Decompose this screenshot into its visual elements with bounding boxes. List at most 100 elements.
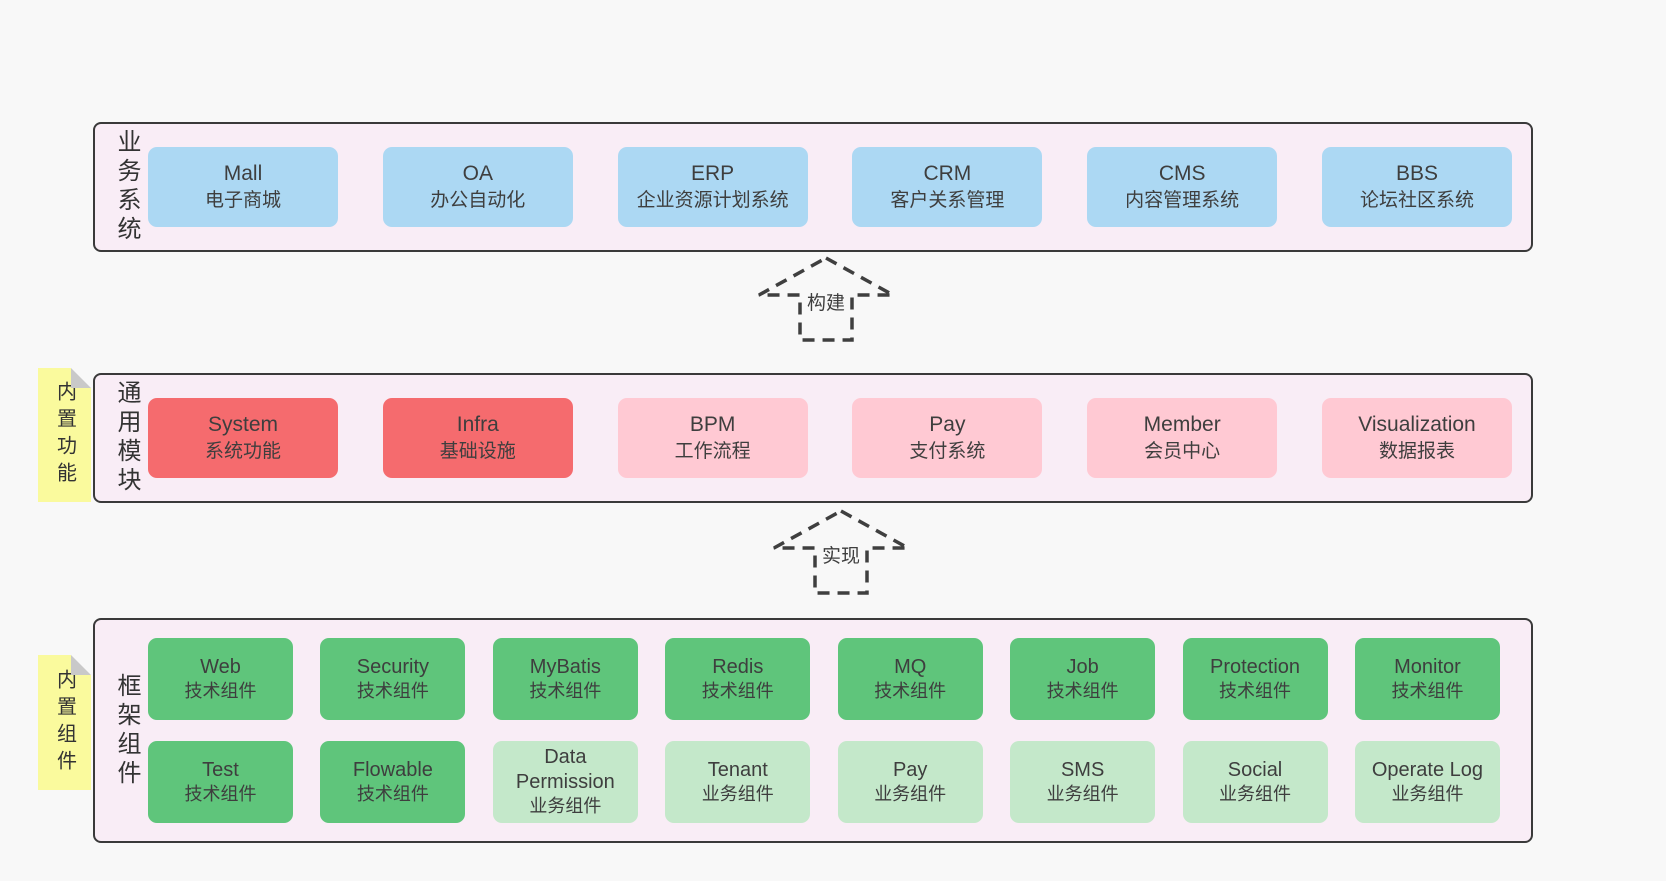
sticky-note-built-in-components: 内置组件 xyxy=(38,655,91,790)
layer-framework-components: 框架组件 Web 技术组件 Security 技术组件 MyBatis 技术组件… xyxy=(93,618,1533,843)
box-subtitle: 技术组件 xyxy=(1219,680,1292,701)
box-title: CRM xyxy=(923,162,972,185)
up-arrow-icon xyxy=(773,509,909,595)
box-subtitle: 技术组件 xyxy=(356,680,429,701)
box-web: Web 技术组件 xyxy=(148,638,293,720)
box-title: Redis xyxy=(712,655,764,678)
box-title: Social xyxy=(1227,758,1283,781)
box-bpm: BPM 工作流程 xyxy=(617,398,808,478)
layer-components-label: 框架组件 xyxy=(113,672,140,789)
arrow-implement-label: 实现 xyxy=(818,541,864,568)
arrow-build-label: 构建 xyxy=(803,288,849,315)
box-title: Pay xyxy=(892,758,928,781)
up-arrow-icon xyxy=(758,256,894,342)
layer-label-column: 业务系统 xyxy=(105,124,147,250)
box-subtitle: 办公自动化 xyxy=(430,190,526,212)
box-subtitle: 工作流程 xyxy=(674,441,751,463)
arrow-implement: 实现 xyxy=(771,508,911,596)
box-title: BPM xyxy=(689,413,736,436)
box-subtitle: 技术组件 xyxy=(356,783,429,804)
box-subtitle: 论坛社区系统 xyxy=(1359,190,1474,212)
box-subtitle: 数据报表 xyxy=(1378,441,1455,463)
box-title: MQ xyxy=(894,655,927,678)
box-subtitle: 业务组件 xyxy=(701,783,774,804)
box-title: Security xyxy=(356,655,430,678)
layer-common-modules: 通用模块 System 系统功能 Infra 基础设施 BPM 工作流程 Pay… xyxy=(93,373,1533,503)
box-tenant: Tenant 业务组件 xyxy=(665,741,811,823)
module-boxes: System 系统功能 Infra 基础设施 BPM 工作流程 Pay 支付系统… xyxy=(148,375,1512,501)
box-flowable: Flowable 技术组件 xyxy=(320,741,466,823)
box-crm: CRM 客户关系管理 xyxy=(852,147,1043,227)
box-title: Protection xyxy=(1210,655,1301,678)
box-pay-component: Pay 业务组件 xyxy=(837,741,983,823)
component-row-1: Web 技术组件 Security 技术组件 MyBatis 技术组件 Redi… xyxy=(148,638,1500,720)
box-security: Security 技术组件 xyxy=(320,638,466,720)
box-mall: Mall 电子商城 xyxy=(148,147,338,227)
box-infra: Infra 基础设施 xyxy=(382,398,573,478)
sticky-note-built-in-features: 内置功能 xyxy=(38,368,91,502)
layer-modules-label: 通用模块 xyxy=(113,380,140,496)
box-mq: MQ 技术组件 xyxy=(837,638,983,720)
box-subtitle: 技术组件 xyxy=(1046,680,1119,701)
component-row-2: Test 技术组件 Flowable 技术组件 Data Permission … xyxy=(148,741,1500,823)
box-bbs: BBS 论坛社区系统 xyxy=(1321,147,1512,227)
box-subtitle: 内容管理系统 xyxy=(1125,190,1240,212)
box-protection: Protection 技术组件 xyxy=(1182,638,1328,720)
box-erp: ERP 企业资源计划系统 xyxy=(617,147,808,227)
box-redis: Redis 技术组件 xyxy=(665,638,811,720)
box-subtitle: 技术组件 xyxy=(1391,680,1464,701)
box-sms: SMS 业务组件 xyxy=(1010,741,1156,823)
layer-business-systems: 业务系统 Mall 电子商城 OA 办公自动化 ERP 企业资源计划系统 CRM… xyxy=(93,122,1533,252)
box-subtitle: 技术组件 xyxy=(874,680,947,701)
box-subtitle: 基础设施 xyxy=(439,441,516,463)
box-social: Social 业务组件 xyxy=(1182,741,1328,823)
box-subtitle: 业务组件 xyxy=(874,783,947,804)
box-subtitle: 业务组件 xyxy=(529,796,602,817)
box-pay-module: Pay 支付系统 xyxy=(852,398,1043,478)
box-operate-log: Operate Log 业务组件 xyxy=(1354,741,1500,823)
box-title: Infra xyxy=(456,413,499,436)
box-title: MyBatis xyxy=(529,655,601,678)
box-mybatis: MyBatis 技术组件 xyxy=(492,638,638,720)
arrow-build: 构建 xyxy=(756,255,896,343)
box-title: Job xyxy=(1066,655,1099,678)
box-test: Test 技术组件 xyxy=(148,741,293,823)
note-label: 内置组件 xyxy=(53,668,76,777)
box-subtitle: 电子商城 xyxy=(204,190,281,212)
box-title: SMS xyxy=(1060,758,1105,781)
note-label: 内置功能 xyxy=(53,381,76,489)
box-title: Member xyxy=(1143,413,1221,436)
component-boxes: Web 技术组件 Security 技术组件 MyBatis 技术组件 Redi… xyxy=(148,620,1500,841)
box-subtitle: 客户关系管理 xyxy=(890,190,1005,212)
box-subtitle: 技术组件 xyxy=(184,783,257,804)
box-subtitle: 技术组件 xyxy=(701,680,774,701)
box-title: Test xyxy=(202,758,239,781)
box-title: CMS xyxy=(1158,162,1206,185)
box-title: Web xyxy=(200,655,241,678)
box-subtitle: 支付系统 xyxy=(909,441,986,463)
box-title: Data Permission xyxy=(515,746,615,794)
box-system: System 系统功能 xyxy=(148,398,338,478)
box-subtitle: 会员中心 xyxy=(1144,441,1221,463)
box-title: BBS xyxy=(1395,162,1438,185)
box-title: Flowable xyxy=(352,758,433,781)
box-title: ERP xyxy=(691,162,735,185)
box-subtitle: 企业资源计划系统 xyxy=(636,190,789,212)
box-subtitle: 系统功能 xyxy=(204,441,281,463)
box-visualization: Visualization 数据报表 xyxy=(1321,398,1512,478)
box-title: Tenant xyxy=(707,758,768,781)
layer-label-column: 框架组件 xyxy=(105,620,147,841)
box-monitor: Monitor 技术组件 xyxy=(1354,638,1500,720)
layer-label-column: 通用模块 xyxy=(105,375,147,501)
box-subtitle: 技术组件 xyxy=(529,680,602,701)
box-member: Member 会员中心 xyxy=(1087,398,1278,478)
box-title: System xyxy=(207,413,278,436)
business-boxes: Mall 电子商城 OA 办公自动化 ERP 企业资源计划系统 CRM 客户关系… xyxy=(148,124,1512,250)
box-cms: CMS 内容管理系统 xyxy=(1087,147,1278,227)
box-title: Mall xyxy=(223,162,263,185)
layer-business-label: 业务系统 xyxy=(113,129,140,245)
box-subtitle: 业务组件 xyxy=(1391,783,1464,804)
box-data-permission: Data Permission 业务组件 xyxy=(492,741,638,823)
box-subtitle: 技术组件 xyxy=(184,680,257,701)
box-job: Job 技术组件 xyxy=(1010,638,1156,720)
